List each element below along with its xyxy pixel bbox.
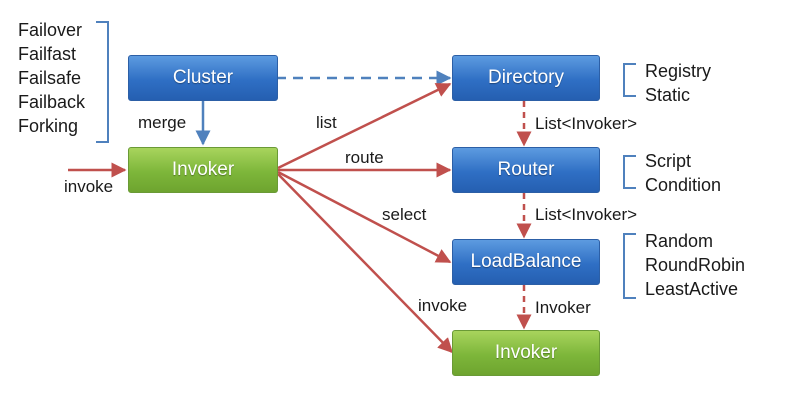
cluster-strategy-list: Failover Failfast Failsafe Failback Fork… [18, 18, 85, 138]
select-arrow [277, 170, 452, 264]
loadbalance-type-roundrobin: RoundRobin [645, 255, 746, 275]
loadbalance-type-list: Random RoundRobin LeastActive [645, 229, 745, 301]
merge-label: merge [138, 113, 187, 132]
invoke-out-label: invoke [418, 296, 468, 315]
loadbalance-box: LoadBalance [452, 239, 600, 285]
cluster-strategies-bracket [96, 21, 109, 143]
strategy-failover: Failover [18, 20, 83, 40]
strategy-forking: Forking [18, 116, 79, 136]
directory-type-static: Static [645, 85, 691, 105]
directory-types-bracket [623, 63, 636, 97]
list-label: list [316, 113, 337, 132]
strategy-failback: Failback [18, 92, 86, 112]
select-label: select [382, 205, 427, 224]
loadbalance-type-leastactive: LeastActive [645, 279, 739, 299]
invoke-in-label: invoke [64, 177, 114, 196]
directory-type-list: Registry Static [645, 59, 711, 107]
cluster-box: Cluster [128, 55, 278, 101]
router-loadbalance-label: List<Invoker> [535, 205, 638, 224]
loadbalance-invoker-label: Invoker [535, 298, 591, 317]
router-type-list: Script Condition [645, 149, 721, 197]
strategy-failfast: Failfast [18, 44, 77, 64]
route-label: route [345, 148, 384, 167]
directory-type-registry: Registry [645, 61, 712, 81]
router-box: Router [452, 147, 600, 193]
list-arrow [277, 82, 452, 170]
router-type-script: Script [645, 151, 692, 171]
invoker-target-box: Invoker [452, 330, 600, 376]
router-type-condition: Condition [645, 175, 722, 195]
directory-box: Directory [452, 55, 600, 101]
router-types-bracket [623, 155, 636, 189]
invoker-box: Invoker [128, 147, 278, 193]
loadbalance-types-bracket [623, 233, 636, 299]
loadbalance-type-random: Random [645, 231, 714, 251]
invoke-out-arrow [277, 173, 454, 354]
strategy-failsafe: Failsafe [18, 68, 82, 88]
directory-router-label: List<Invoker> [535, 114, 638, 133]
